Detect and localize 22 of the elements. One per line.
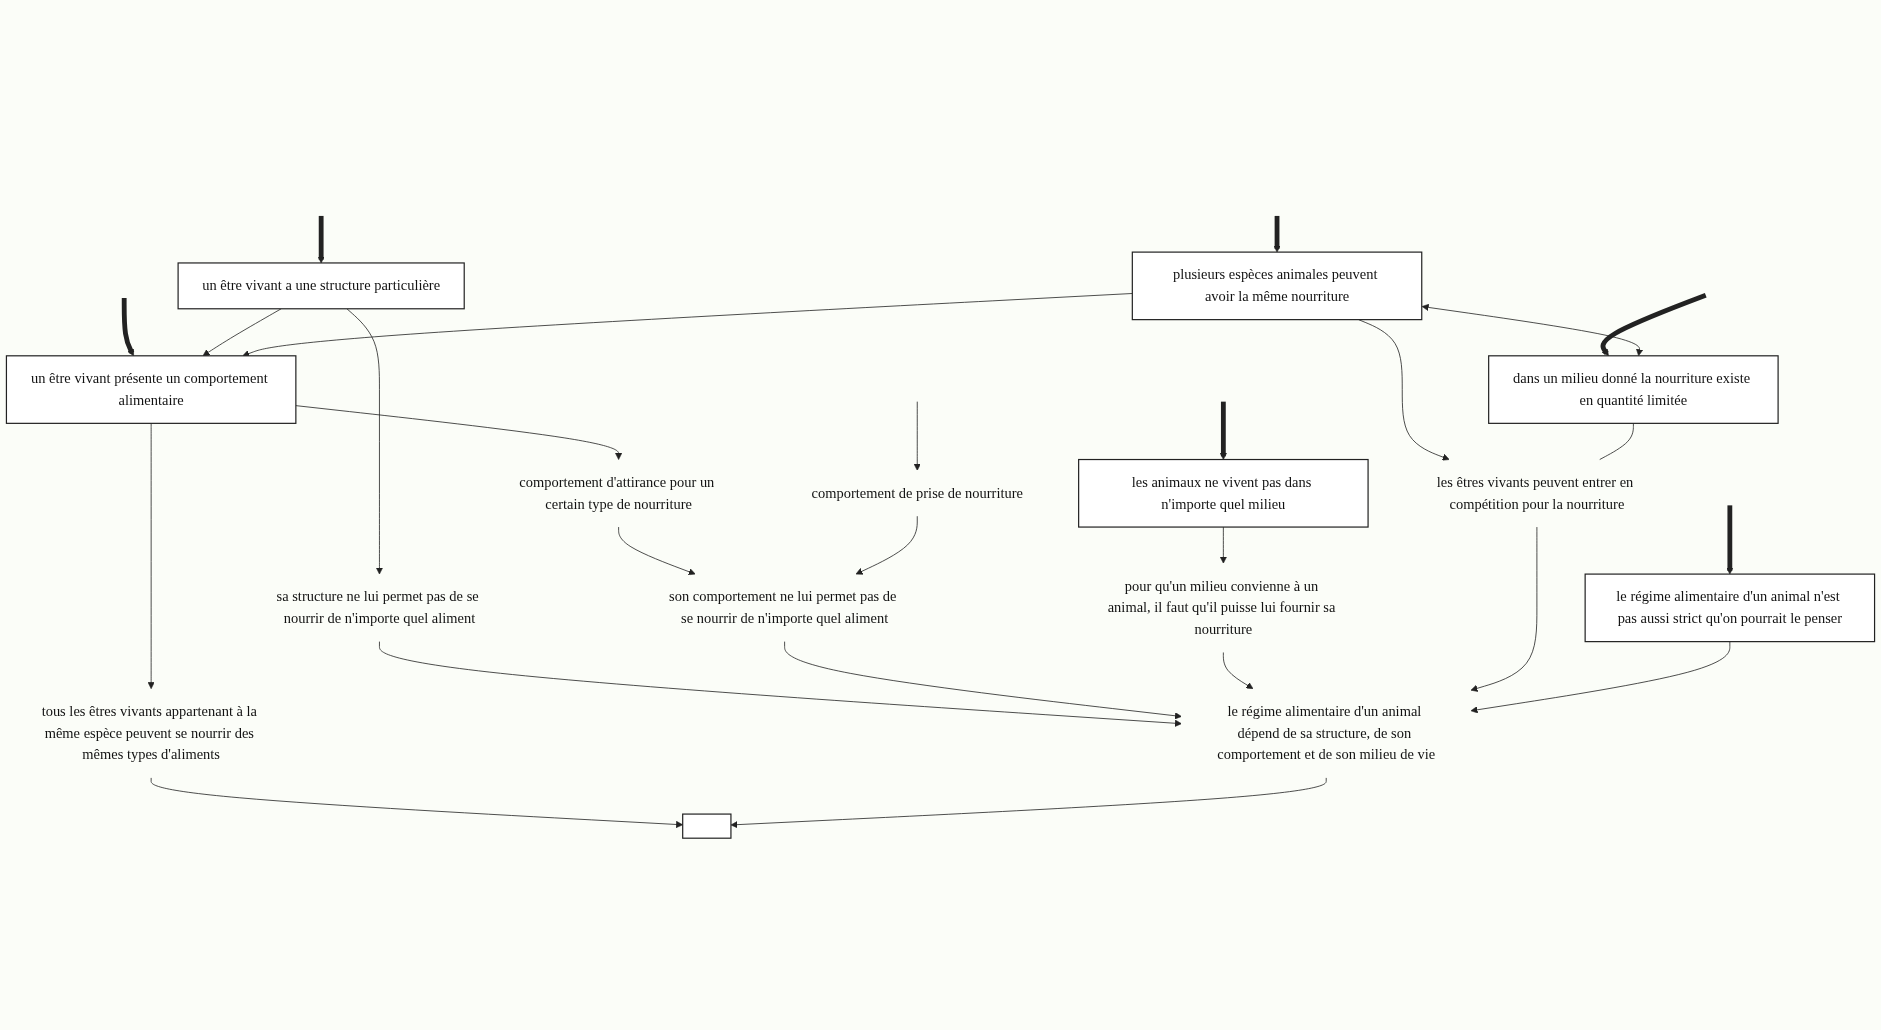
node-text: sa structure ne lui permet pas de se nourrir de n'importe quel aliment <box>276 588 479 627</box>
connector <box>1599 422 1634 460</box>
node-box: les animaux ne vivent pas dans n'importe quel milieu <box>1078 458 1369 528</box>
arrow <box>1219 401 1227 460</box>
node-box: un être vivant a une structure particulière <box>177 262 465 310</box>
arrow <box>1726 505 1734 575</box>
node-box: plusieurs espèces animales peuvent avoir la même nourriture <box>1131 251 1423 321</box>
node-box: dans un milieu donné la nourriture existe en quantité limitée <box>1488 355 1779 424</box>
node-text: les êtres vivants peuvent entrer en compétition pour la nourriture <box>1436 474 1634 512</box>
node-box <box>682 813 732 839</box>
node-box: le régime alimentaire d'un animal n'est pas aussi strict qu'on pourrait le penser <box>1584 573 1876 643</box>
node-text: son comportement ne lui permet pas de se nourrir de n'importe quel aliment <box>669 588 897 627</box>
node-text: le régime alimentaire d'un animal dépend de sa structure, de son comportement et de son milieu de vie <box>1217 703 1436 763</box>
node-text: tous les êtres vivants appartenant à la même espèce peuvent se nourrir des mêmes types d'aliments <box>41 703 258 763</box>
node-box: un être vivant présente un comportement alimentaire <box>5 355 297 424</box>
arrow <box>121 297 135 357</box>
node-text: comportement d'attirance pour un certain type de nourriture <box>519 474 715 512</box>
node-text: comportement de prise de nourriture <box>811 484 1023 501</box>
arrow <box>317 215 325 264</box>
node-text: pour qu'un milieu convienne à un animal, il faut qu'il puisse lui fournir sa nourriture <box>1107 577 1336 638</box>
arrow <box>1273 215 1281 253</box>
arrow <box>1600 292 1707 357</box>
